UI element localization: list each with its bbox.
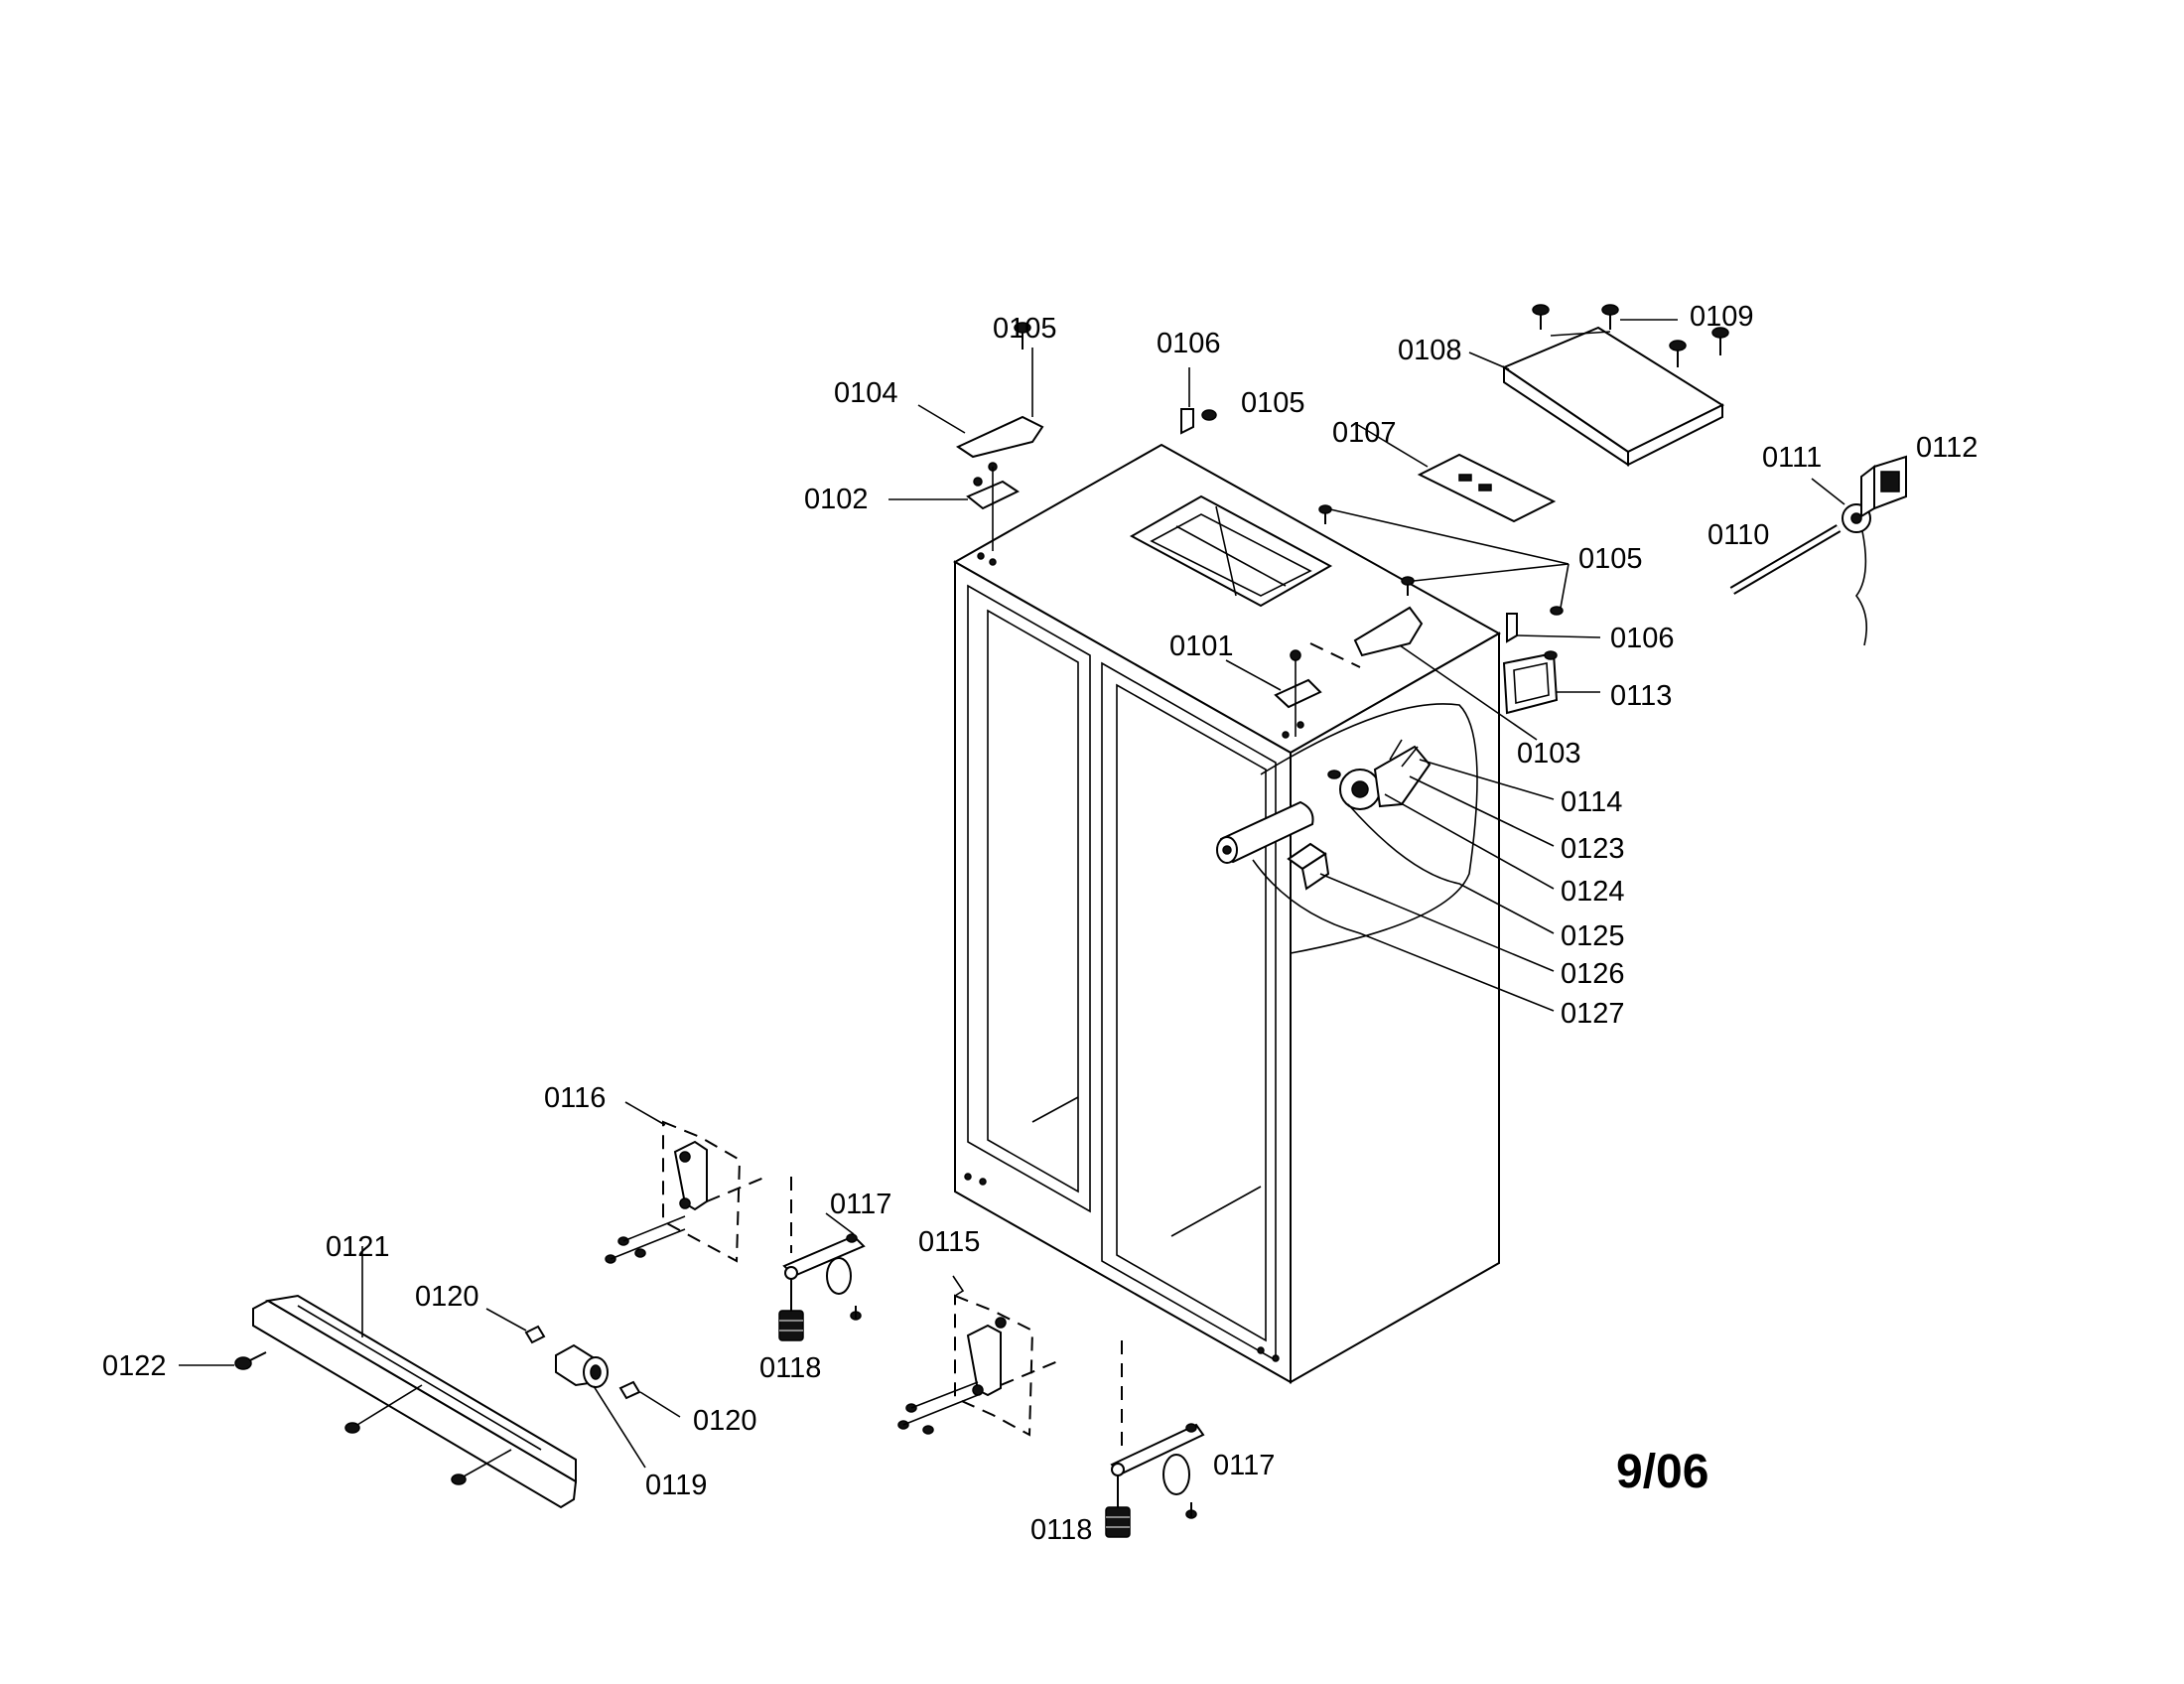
screws-0105-right <box>1318 504 1570 616</box>
fitting-0120-right <box>618 1380 681 1418</box>
leveling-foot-0118-right <box>1105 1475 1131 1538</box>
plate-0113 <box>1502 650 1600 715</box>
fitting-0120-left <box>485 1308 546 1344</box>
label-0118-left: 0118 <box>759 1352 821 1384</box>
cover-0108 <box>1468 326 1725 467</box>
control-board-0107 <box>1357 424 1557 523</box>
filter-assembly <box>1216 739 1555 1012</box>
hinge-0101 <box>1225 642 1361 737</box>
lower-hinge-0116 <box>605 1101 767 1264</box>
kick-plate-0121 <box>252 1246 578 1509</box>
label-0106-right: 0106 <box>1610 623 1675 654</box>
label-0118-right: 0118 <box>1030 1514 1092 1546</box>
kick-plate-screws <box>344 1384 512 1485</box>
label-0117-right: 0117 <box>1213 1450 1275 1481</box>
roller-bracket-0117-right <box>1110 1340 1205 1519</box>
label-0105-mid: 0105 <box>1241 387 1305 419</box>
bracket-0106-right <box>1506 613 1601 643</box>
label-0109: 0109 <box>1690 301 1754 333</box>
label-0117-left: 0117 <box>830 1189 891 1220</box>
label-0101: 0101 <box>1169 631 1234 662</box>
label-0121: 0121 <box>326 1231 390 1263</box>
label-0113: 0113 <box>1610 680 1672 712</box>
label-0116: 0116 <box>544 1082 606 1114</box>
label-0104: 0104 <box>834 377 898 409</box>
coupling-0119 <box>555 1343 646 1469</box>
part-labels: 0105 0104 0102 0106 0105 0107 0108 0109 … <box>102 301 1978 1546</box>
label-0120-right: 0120 <box>693 1405 757 1437</box>
label-0124: 0124 <box>1561 876 1625 908</box>
label-0119: 0119 <box>645 1470 707 1501</box>
label-0106-top: 0106 <box>1157 328 1221 359</box>
hinge-cover-0104 <box>917 404 1044 459</box>
tube-0110 <box>1729 524 1842 595</box>
label-0112: 0112 <box>1916 432 1978 464</box>
bracket-0112 <box>1860 455 1907 518</box>
label-0127: 0127 <box>1561 998 1625 1030</box>
label-0115: 0115 <box>918 1226 980 1258</box>
lower-hinge-0115 <box>897 1275 1061 1437</box>
label-0114: 0114 <box>1561 786 1622 818</box>
leveling-foot-0118-left <box>778 1279 804 1341</box>
label-0105-right: 0105 <box>1578 543 1643 575</box>
label-0111: 0111 <box>1762 442 1822 474</box>
screws-0109 <box>1532 304 1729 367</box>
label-0123: 0123 <box>1561 833 1625 865</box>
bracket-0106-top <box>1180 367 1217 435</box>
label-0105-top: 0105 <box>993 313 1057 345</box>
label-0110: 0110 <box>1707 519 1769 551</box>
label-0126: 0126 <box>1561 958 1625 990</box>
date-code: 9/06 <box>1616 1446 1708 1498</box>
label-0122: 0122 <box>102 1350 167 1382</box>
label-0125: 0125 <box>1561 920 1625 952</box>
label-0103: 0103 <box>1517 738 1581 770</box>
screw-0105-top <box>1014 322 1033 417</box>
label-0120-left: 0120 <box>415 1281 479 1313</box>
label-0107: 0107 <box>1332 417 1397 449</box>
label-0108: 0108 <box>1398 335 1462 366</box>
hinge-cover-0103 <box>1353 606 1538 741</box>
refrigerator-cabinet <box>952 443 1502 1384</box>
screw-0122 <box>179 1351 267 1370</box>
label-0102: 0102 <box>804 484 869 515</box>
hinge-0102 <box>888 462 1021 551</box>
